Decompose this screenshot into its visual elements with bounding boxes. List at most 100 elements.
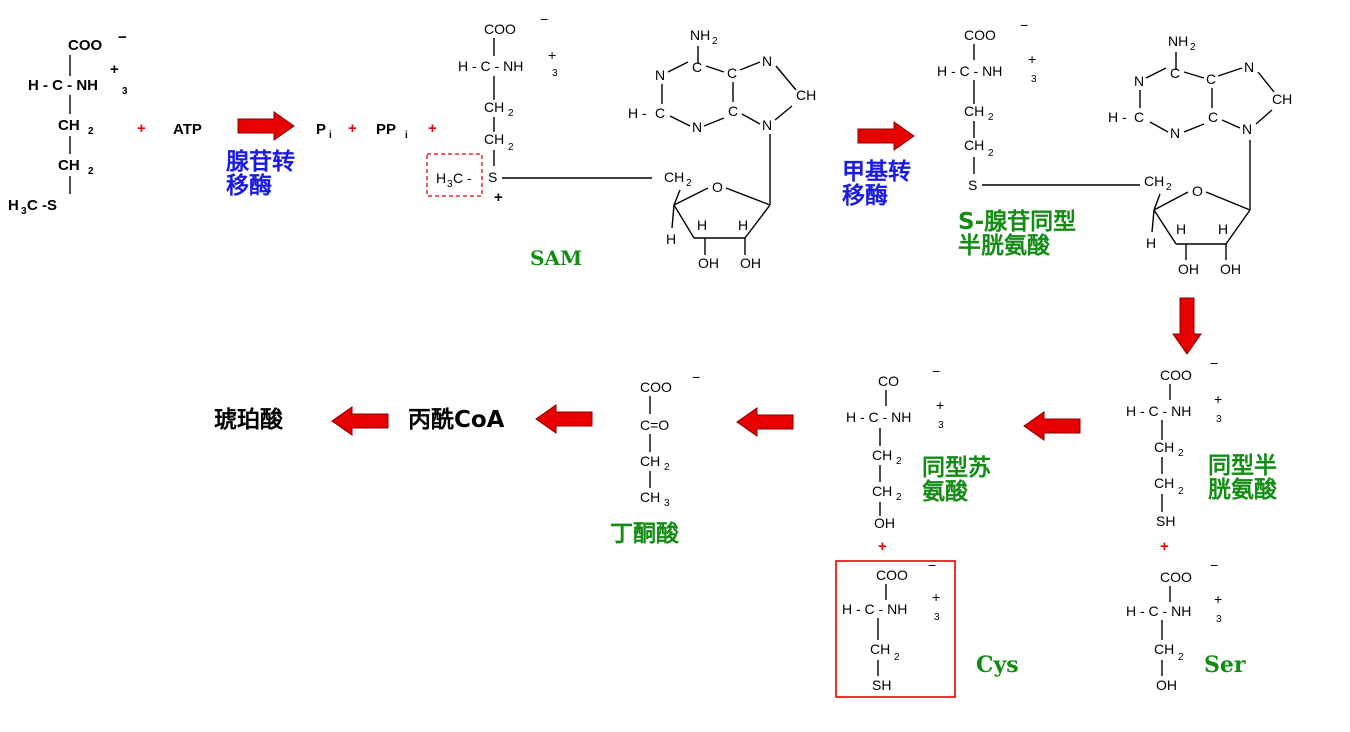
svg-text:3: 3 <box>1216 614 1222 625</box>
plus-sign: + <box>878 538 887 555</box>
ketobutyrate-label: 丁酮酸 <box>610 521 679 547</box>
svg-text:OH: OH <box>698 255 719 271</box>
svg-text:+: + <box>936 397 944 413</box>
atp-label: ATP <box>173 121 202 138</box>
svg-text:2: 2 <box>1166 182 1172 193</box>
svg-text:−: − <box>118 29 127 46</box>
svg-text:H - C - NH: H - C - NH <box>842 601 907 617</box>
svg-text:C -S: C -S <box>27 197 57 214</box>
svg-text:NH: NH <box>690 27 710 43</box>
svg-text:CH: CH <box>1144 173 1164 189</box>
svg-text:3: 3 <box>122 86 128 97</box>
svg-text:C: C <box>727 65 737 81</box>
svg-text:CH: CH <box>484 99 504 115</box>
svg-text:C: C <box>692 59 702 75</box>
svg-text:N: N <box>762 53 772 69</box>
svg-text:N: N <box>1170 125 1180 141</box>
svg-text:CH: CH <box>1272 91 1292 107</box>
homocysteine-label: 同型半 胱氨酸 <box>1208 453 1277 504</box>
svg-text:CH: CH <box>1154 439 1174 455</box>
reaction-arrow-left-3 <box>535 404 593 434</box>
svg-text:N: N <box>655 67 665 83</box>
svg-text:OH: OH <box>740 255 761 271</box>
svg-text:2: 2 <box>1178 448 1184 459</box>
svg-text:−: − <box>928 557 936 573</box>
svg-text:CH: CH <box>964 103 984 119</box>
enzyme-label-adenosyltransferase: 腺苷转 移酶 <box>226 149 295 200</box>
svg-text:CH: CH <box>964 137 984 153</box>
reaction-arrow-left-2 <box>736 407 794 437</box>
svg-text:3: 3 <box>1031 74 1037 85</box>
svg-text:H -: H - <box>628 105 647 121</box>
svg-text:O: O <box>1192 183 1203 199</box>
svg-text:−: − <box>932 363 940 379</box>
plus-sign: + <box>348 120 357 137</box>
svg-text:SH: SH <box>1156 513 1175 529</box>
svg-text:H: H <box>436 170 446 186</box>
svg-text:3: 3 <box>934 612 940 623</box>
svg-text:H: H <box>1146 235 1156 251</box>
svg-text:C: C <box>1206 71 1216 87</box>
svg-text:i: i <box>405 130 408 141</box>
svg-text:CH: CH <box>872 483 892 499</box>
svg-text:+: + <box>932 589 940 605</box>
svg-text:i: i <box>329 130 332 141</box>
svg-text:3: 3 <box>21 206 27 217</box>
svg-text:H - C - NH: H - C - NH <box>1126 603 1191 619</box>
homoserine-label: 同型苏 氨酸 <box>922 455 991 506</box>
svg-text:−: − <box>1020 17 1028 33</box>
svg-text:H - C - NH: H - C - NH <box>28 77 98 94</box>
svg-text:H: H <box>1218 221 1228 237</box>
svg-text:3: 3 <box>1216 414 1222 425</box>
svg-text:+: + <box>1214 391 1222 407</box>
svg-text:−: − <box>692 369 700 385</box>
svg-text:C: C <box>655 105 665 121</box>
svg-text:CH: CH <box>484 131 504 147</box>
svg-text:−: − <box>540 11 548 27</box>
svg-text:S: S <box>488 169 497 185</box>
svg-text:+: + <box>1214 591 1222 607</box>
svg-text:CH: CH <box>870 641 890 657</box>
svg-text:NH: NH <box>1168 33 1188 49</box>
svg-text:2: 2 <box>896 456 902 467</box>
svg-text:3: 3 <box>447 179 453 190</box>
svg-text:COO: COO <box>68 37 103 54</box>
svg-text:N: N <box>1134 73 1144 89</box>
svg-text:CH: CH <box>640 489 660 505</box>
svg-text:N: N <box>762 117 772 133</box>
svg-text:COO: COO <box>1160 569 1192 585</box>
svg-text:H - C - NH: H - C - NH <box>1126 403 1191 419</box>
svg-text:O: O <box>712 179 723 195</box>
svg-text:H: H <box>697 217 707 233</box>
svg-text:2: 2 <box>988 112 994 123</box>
svg-text:H - C - NH: H - C - NH <box>937 63 1002 79</box>
svg-text:H -: H - <box>1108 109 1127 125</box>
svg-text:H: H <box>738 217 748 233</box>
svg-text:H - C - NH: H - C - NH <box>846 409 911 425</box>
svg-text:CH: CH <box>1154 475 1174 491</box>
svg-text:COO: COO <box>876 567 908 583</box>
svg-text:−: − <box>1210 355 1218 371</box>
svg-text:2: 2 <box>1178 652 1184 663</box>
sah-label: S-腺苷同型 半胱氨酸 <box>958 209 1077 260</box>
svg-text:+: + <box>1028 51 1036 67</box>
svg-text:2: 2 <box>508 142 514 153</box>
svg-text:2: 2 <box>896 492 902 503</box>
svg-text:CH: CH <box>58 117 80 134</box>
svg-text:CH: CH <box>58 157 80 174</box>
plus-sign: + <box>1160 538 1169 555</box>
svg-text:OH: OH <box>1220 261 1241 277</box>
svg-text:COO: COO <box>1160 367 1192 383</box>
cysteine-label: Cys <box>976 652 1019 678</box>
svg-text:3: 3 <box>938 420 944 431</box>
svg-text:H - C - NH: H - C - NH <box>458 58 523 74</box>
cysteine-structure: COO− H - C - NH3+ CH2 SH <box>842 557 940 693</box>
svg-text:N: N <box>1244 59 1254 75</box>
